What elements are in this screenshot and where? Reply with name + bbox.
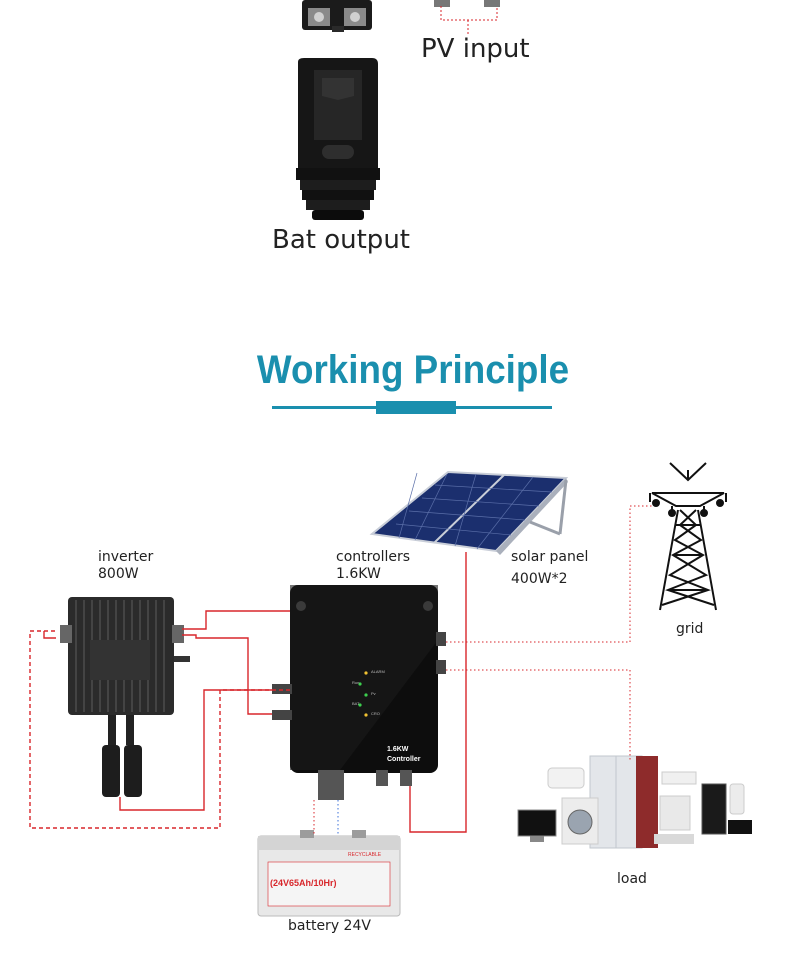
bat-output-connector-icon	[296, 58, 380, 220]
controller-icon	[272, 585, 446, 800]
load-label: load	[617, 871, 647, 887]
wiring	[29, 505, 652, 836]
controllers-rating-label: 1.6KW	[336, 566, 381, 582]
pv-input-label: PV input	[421, 34, 530, 64]
top-connector-icon	[302, 0, 372, 32]
section-title: Working Principle	[256, 348, 570, 392]
solar-panel-icon	[369, 470, 569, 555]
led-bat-label: BAT	[352, 701, 360, 706]
battery-case-text: (24V65Ah/10Hr)	[270, 878, 337, 888]
load-appliances-icon	[517, 755, 752, 849]
led-cro-label: CRO	[371, 711, 380, 716]
pv-input-connector-icon	[434, 0, 500, 34]
bat-output-label: Bat output	[272, 225, 410, 255]
battery-case-top-text: RECYCLABLE	[348, 852, 382, 858]
solar-panel-name-label: solar panel	[511, 549, 589, 565]
battery-label: battery 24V	[288, 918, 371, 934]
battery-icon	[257, 830, 401, 917]
solar-panel-rating-label: 400W*2	[511, 571, 568, 587]
inverter-icon	[60, 597, 190, 797]
grid-label: grid	[676, 621, 704, 637]
led-run-label: Run	[352, 680, 360, 685]
controller-name-print: Controller	[387, 756, 421, 763]
inverter-name-label: inverter	[98, 549, 154, 565]
controllers-name-label: controllers	[336, 549, 411, 565]
inverter-rating-label: 800W	[98, 566, 139, 582]
controller-rating-print: 1.6KW	[387, 746, 409, 753]
led-alarm-label: ALARM	[371, 669, 385, 674]
led-pv-label: Pv	[371, 691, 376, 696]
grid-tower-icon	[649, 462, 727, 611]
title-underline	[272, 401, 552, 414]
